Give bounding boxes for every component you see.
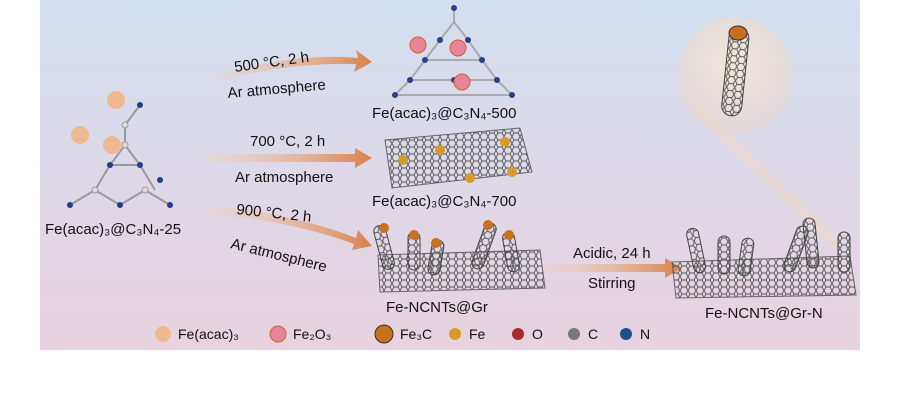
graphitic-sheet-700 (384, 127, 533, 189)
c3n4-structure-start (67, 91, 173, 208)
legend-label: Fe₃C (400, 326, 432, 342)
legend-label: O (532, 326, 543, 342)
legend: Fe(acac)₃ Fe₂O₃ Fe₃C Fe O C N (155, 324, 650, 344)
legend-swatch-o (512, 328, 524, 340)
arrow-acid (540, 258, 682, 278)
arrow-900 (205, 206, 372, 250)
product-500-label: Fe(acac)₃@C₃N₄-500 (372, 105, 516, 122)
arrow-500 (210, 50, 372, 82)
product-700-label: Fe(acac)₃@C₃N₄-700 (372, 193, 516, 210)
legend-label: Fe(acac)₃ (178, 326, 239, 342)
legend-label: Fe₂O₃ (293, 326, 331, 342)
legend-swatch-n (620, 328, 632, 340)
start-label: Fe(acac)₃@C₃N₄-25 (45, 221, 181, 238)
legend-label: C (588, 326, 598, 342)
legend-label: Fe (469, 326, 486, 342)
legend-label: N (640, 326, 650, 342)
product-final-label: Fe-NCNTs@Gr-N (705, 305, 823, 322)
product-900-label: Fe-NCNTs@Gr (386, 299, 488, 316)
atmosphere-700: Ar atmosphere (235, 169, 333, 186)
fe-acac-particle (103, 136, 121, 154)
legend-swatch-fe3c (374, 324, 394, 344)
fe-acac-particle (71, 126, 89, 144)
arrow-700 (205, 148, 372, 168)
fe-ncnts-gr-structure (373, 220, 546, 293)
magnified-nanotube (677, 17, 845, 250)
fe-acac-particle (107, 91, 125, 109)
c3n4-500-structure (392, 5, 515, 98)
legend-swatch-fe2o3 (269, 325, 287, 343)
legend-swatch-fe-acac (155, 326, 171, 342)
method-stirring: Stirring (588, 275, 636, 292)
condition-acid: Acidic, 24 h (573, 245, 651, 262)
fe-ncnts-gr-n-structure (671, 217, 857, 299)
legend-swatch-c (568, 328, 580, 340)
legend-swatch-fe (449, 328, 461, 340)
condition-700: 700 °C, 2 h (250, 133, 325, 150)
